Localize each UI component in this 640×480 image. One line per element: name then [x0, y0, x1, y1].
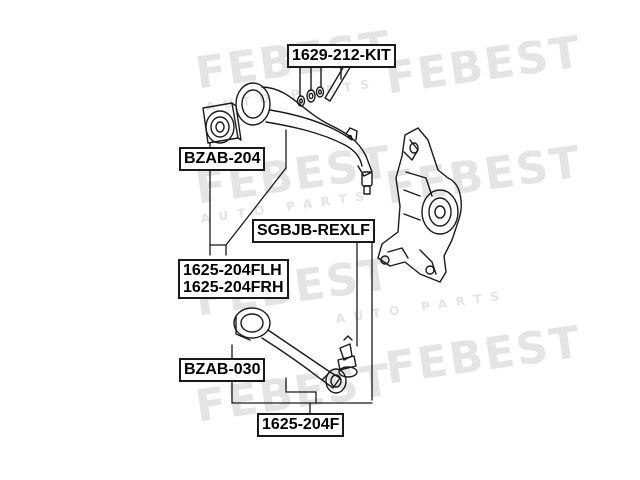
leader-lines	[209, 129, 373, 414]
part-label-arm-right: 1625-204FRH	[183, 279, 284, 296]
knuckle-illustration	[377, 127, 462, 283]
ball-joint-illustration	[337, 335, 358, 378]
part-label-arm-pair: 1625-204FLH 1625-204FRH	[178, 259, 289, 299]
upper-bushing-illustration	[202, 102, 242, 144]
part-label-bush-lower: BZAB-030	[179, 358, 266, 382]
part-label-bush-upper: BZAB-204	[179, 147, 266, 171]
part-label-arm-lower: 1625-204F	[257, 413, 345, 437]
upper-arm-illustration	[235, 82, 373, 195]
lower-arm-illustration	[233, 307, 347, 394]
part-label-ball-joint: SGBJB-REXLF	[252, 219, 375, 243]
part-label-arm-left: 1625-204FLH	[183, 262, 282, 279]
part-label-kit: 1629-212-KIT	[287, 44, 396, 68]
